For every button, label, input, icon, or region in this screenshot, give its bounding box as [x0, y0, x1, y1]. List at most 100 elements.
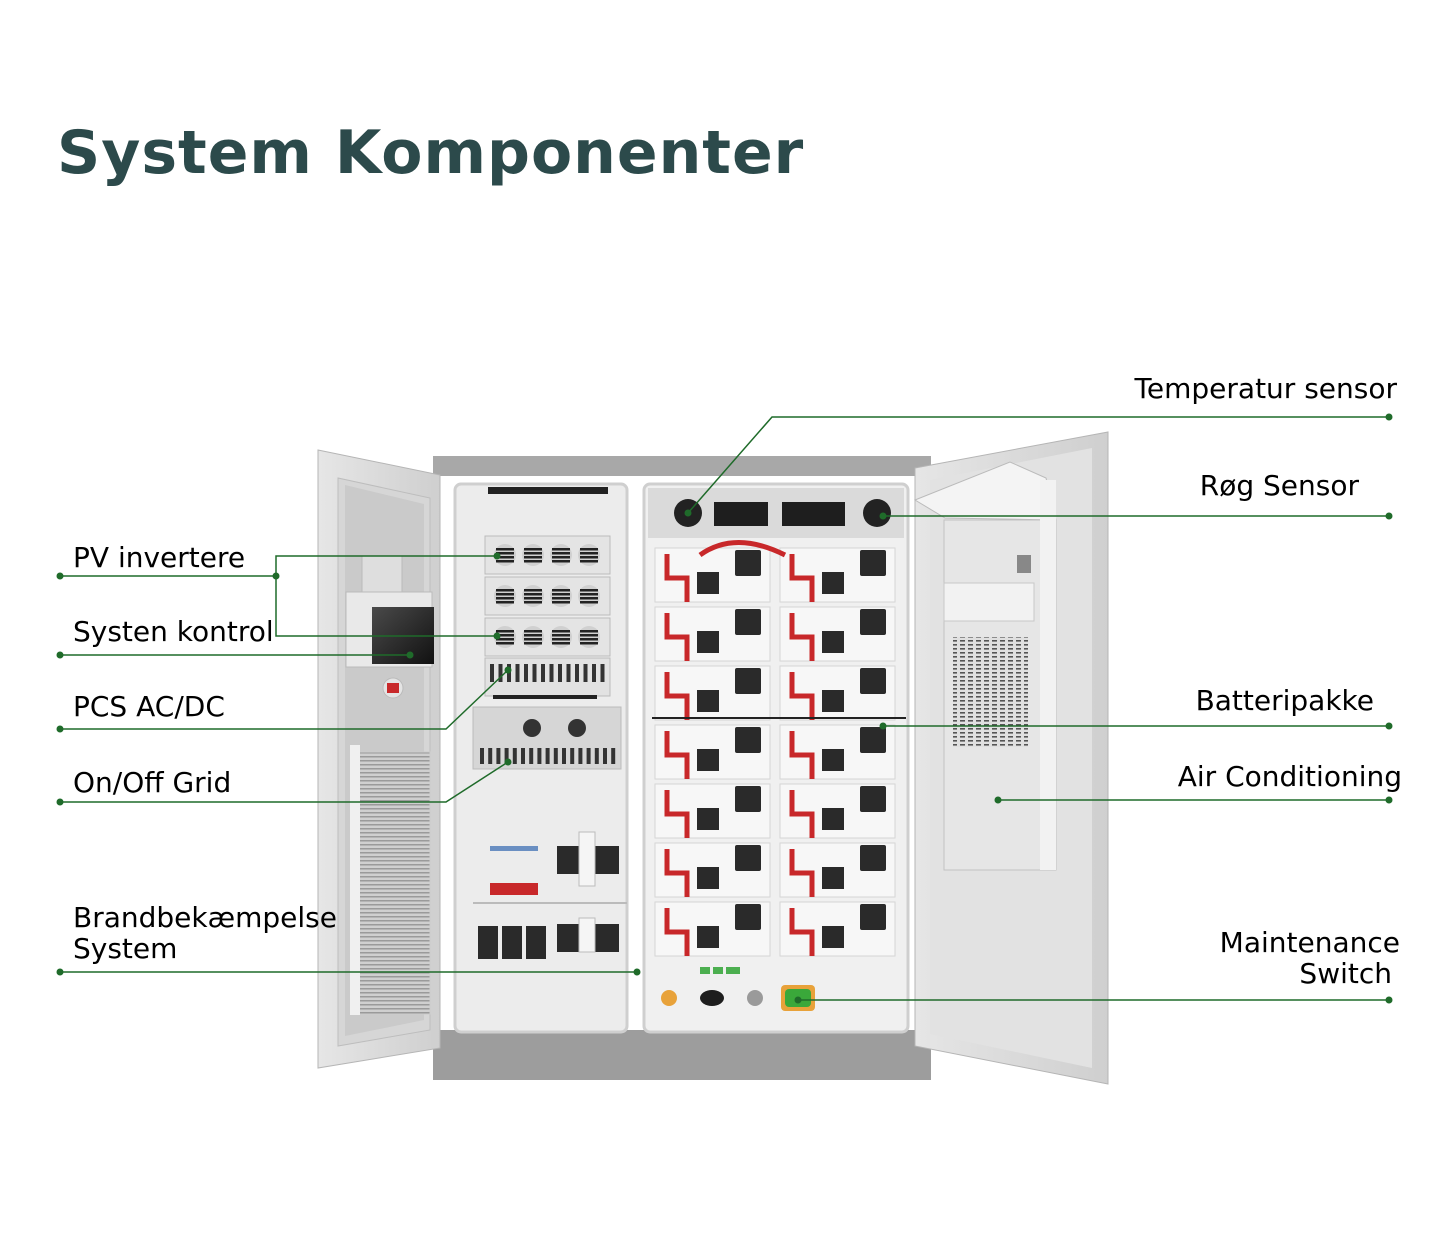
left-door: [317, 449, 441, 1069]
battery-terminal: [735, 845, 761, 871]
red-cable: [789, 908, 815, 956]
label-maintenance-line2: Switch: [1299, 957, 1392, 990]
label-roeg-sensor: Røg Sensor: [1199, 469, 1359, 502]
batteripakke-anchor-dot: [1385, 722, 1393, 730]
maintenance-switch-anchor-dot: [1385, 996, 1393, 1004]
battery-pack: [652, 540, 906, 957]
label-pv-invertere: PV invertere: [73, 541, 246, 574]
red-cable: [698, 540, 787, 558]
fan-icon: [697, 572, 719, 594]
systen-kontrol-branch-leader: [275, 576, 497, 637]
fan-icon: [550, 626, 572, 648]
red-cable: [789, 849, 815, 897]
battery-terminal: [735, 668, 761, 694]
fan-icon: [550, 585, 572, 607]
temperatur-sensor-anchor-dot: [1385, 413, 1393, 421]
fan-icon: [822, 749, 844, 771]
fan-icon: [522, 585, 544, 607]
label-maintenance-switch: Maintenance Switch: [1220, 927, 1400, 989]
maintenance-switch-target-dot: [794, 996, 802, 1004]
battery-terminal: [860, 550, 886, 576]
label-brandbekaempelse-line2: System: [73, 932, 178, 965]
fan-icon: [522, 544, 544, 566]
fan-icon: [494, 585, 516, 607]
label-pcs-ac-dc: PCS AC/DC: [73, 690, 225, 723]
battery-terminal: [735, 727, 761, 753]
on-off-grid-anchor-dot: [56, 798, 64, 806]
fan-icon: [822, 572, 844, 594]
air-conditioning-target-dot: [994, 796, 1002, 804]
fan-icon: [522, 626, 544, 648]
fire-suppression: [478, 926, 546, 959]
temperatur-sensor-target-dot: [684, 509, 692, 517]
roeg-sensor-target-dot: [879, 512, 887, 520]
battery-terminal: [860, 609, 886, 635]
on-off-grid-leader: [60, 761, 509, 803]
label-on-off-grid: On/Off Grid: [73, 766, 232, 799]
red-cable: [789, 731, 815, 779]
cabinet-base: [433, 1030, 931, 1080]
fan-icon: [578, 626, 600, 648]
systen-kontrol-branch-anchor-dot: [272, 572, 280, 580]
right-door: [913, 431, 1109, 1085]
red-cable: [789, 554, 815, 602]
fan-icon: [822, 690, 844, 712]
fan-icon: [697, 926, 719, 948]
label-temperatur-sensor: Temperatur sensor: [1134, 372, 1397, 405]
label-systen-kontrol: Systen kontrol: [73, 615, 274, 648]
battery-terminal: [860, 727, 886, 753]
cabinet-roof: [433, 456, 931, 476]
battery-terminal: [735, 786, 761, 812]
pcs-ac-dc-target-dot: [504, 666, 512, 674]
page-title: System Komponenter: [57, 118, 805, 188]
battery-terminal: [860, 668, 886, 694]
systen-kontrol-anchor-dot: [56, 651, 64, 659]
battery-terminal: [860, 845, 886, 871]
fan-icon: [822, 808, 844, 830]
red-cable: [664, 613, 690, 661]
red-cable: [664, 849, 690, 897]
battery-compartment: [642, 482, 910, 1034]
callout-leaders: [56, 413, 1393, 1004]
fan-icon: [578, 585, 600, 607]
battery-terminal: [735, 904, 761, 930]
pv-invertere-target-dot: [493, 552, 501, 560]
fan-icon: [822, 631, 844, 653]
fan-icon: [697, 631, 719, 653]
brandbekaempelse-target-dot: [633, 968, 641, 976]
fan-icon: [697, 808, 719, 830]
batteripakke-target-dot: [879, 722, 887, 730]
pv-invertere-anchor-dot: [56, 572, 64, 580]
label-brandbekaempelse-line1: Brandbekæmpelse: [73, 901, 337, 934]
air-conditioning-anchor-dot: [1385, 796, 1393, 804]
label-batteripakke: Batteripakke: [1195, 684, 1374, 717]
fan-icon: [822, 926, 844, 948]
pcs-ac-dc-leader: [60, 669, 509, 730]
battery-terminal: [735, 550, 761, 576]
pcs-ac-dc-anchor-dot: [56, 725, 64, 733]
left-compartment: [453, 482, 629, 1034]
systen-kontrol-target-dot: [406, 651, 414, 659]
battery-terminal: [860, 904, 886, 930]
fan-icon: [697, 749, 719, 771]
systen-kontrol-branch-target-dot: [493, 632, 501, 640]
roeg-sensor-anchor-dot: [1385, 512, 1393, 520]
fan-icon: [697, 690, 719, 712]
red-cable: [664, 908, 690, 956]
battery-terminal: [860, 786, 886, 812]
pv-invertere-leader: [60, 555, 497, 577]
red-cable: [789, 790, 815, 838]
red-cable: [664, 731, 690, 779]
red-cable: [789, 672, 815, 720]
battery-terminal: [735, 609, 761, 635]
temperatur-sensor-leader: [687, 416, 1389, 514]
pcs-module: [484, 657, 611, 697]
label-maintenance-line1: Maintenance: [1219, 926, 1400, 959]
fan-icon: [697, 867, 719, 889]
fan-icon: [550, 544, 572, 566]
door-louver: [357, 751, 431, 1015]
fan-icon: [822, 867, 844, 889]
brandbekaempelse-anchor-dot: [56, 968, 64, 976]
on-off-grid-target-dot: [504, 758, 512, 766]
